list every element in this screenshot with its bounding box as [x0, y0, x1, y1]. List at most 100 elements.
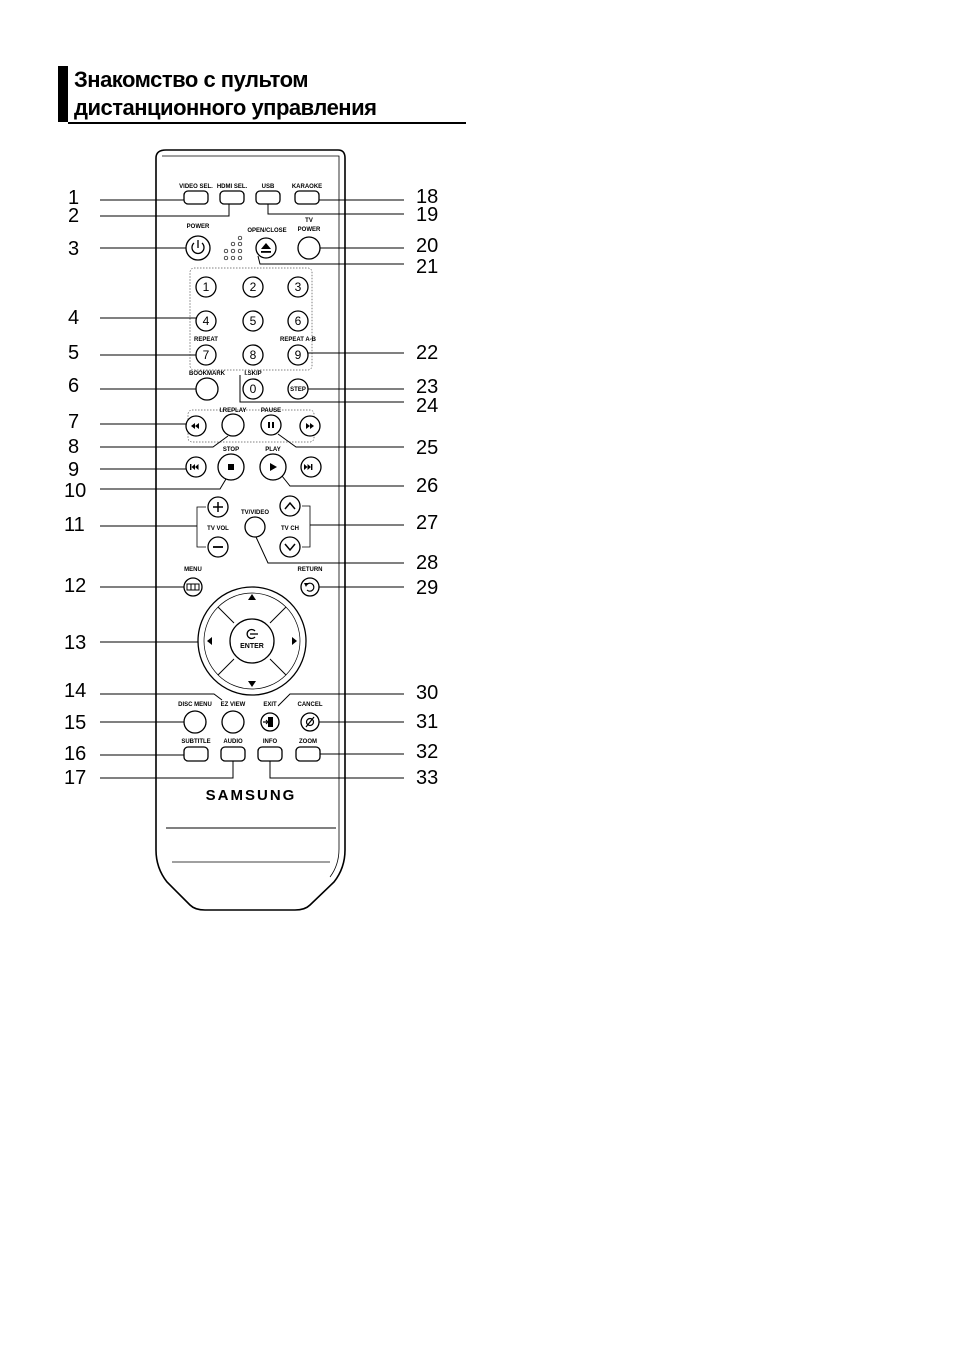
digit-label-1: 1 — [203, 280, 210, 294]
digit-button-4[interactable] — [195, 310, 217, 332]
heading-line-1: Знакомство с пультом — [74, 67, 309, 92]
digit-label-2: 2 — [250, 280, 257, 294]
callout-20: 20 — [416, 235, 438, 257]
pause-button[interactable] — [260, 414, 282, 436]
heading-line-2: дистанционного управления — [74, 95, 377, 120]
iskip-label: I.SKIP — [244, 371, 261, 377]
bookmark-button[interactable] — [195, 377, 219, 401]
zoom-label: ZOOM — [299, 739, 317, 745]
enter-button[interactable] — [229, 618, 275, 664]
enter-label: ENTER — [240, 643, 264, 650]
digit-label-7: 7 — [203, 348, 210, 362]
callout-11: 11 — [64, 514, 85, 536]
digit-button-2[interactable] — [242, 276, 264, 298]
digit-label-5: 5 — [250, 314, 257, 328]
menu-icon — [186, 583, 200, 591]
callout-2: 2 — [68, 205, 79, 227]
audio-button[interactable] — [220, 746, 246, 762]
callout-23: 23 — [416, 376, 438, 398]
step-label: STEP — [290, 387, 306, 393]
plus-icon — [213, 502, 223, 512]
ireplay-label: I.REPLAY — [219, 408, 246, 414]
usb-label: USB — [262, 184, 275, 190]
return-label: RETURN — [298, 567, 323, 573]
callout-10: 10 — [64, 480, 86, 502]
callout-32: 32 — [416, 741, 438, 763]
nav-down-arrow-icon[interactable] — [248, 681, 256, 687]
cancel-label: CANCEL — [298, 702, 323, 708]
enter-icon — [246, 628, 258, 640]
fast-forward-icon — [306, 423, 314, 429]
hdmi-sel-button[interactable] — [219, 190, 245, 205]
tv-power-button[interactable] — [297, 236, 321, 260]
left-leader-lines — [100, 199, 234, 779]
digit-button-0[interactable] — [242, 378, 264, 400]
digit-button-1[interactable] — [195, 276, 217, 298]
callout-29: 29 — [416, 577, 438, 599]
karaoke-button[interactable] — [294, 190, 320, 205]
exit-label: EXIT — [263, 702, 277, 708]
nav-up-arrow-icon[interactable] — [248, 594, 256, 600]
repeat-ab-label: REPEAT A-B — [280, 337, 317, 343]
hdmi-sel-label: HDMI SEL. — [217, 184, 248, 190]
tv-power-label-line-2: POWER — [298, 227, 321, 233]
usb-button[interactable] — [255, 190, 281, 205]
pause-icon — [268, 422, 274, 428]
digit-label-3: 3 — [295, 280, 302, 294]
digit-button-6[interactable] — [287, 310, 309, 332]
tv-video-button[interactable] — [244, 516, 266, 538]
repeat-label: REPEAT — [194, 337, 218, 343]
ir-dots — [223, 235, 243, 261]
stop-label: STOP — [223, 447, 239, 453]
tv-ch-up-button[interactable] — [279, 495, 301, 517]
subtitle-button[interactable] — [183, 746, 209, 762]
nav-left-arrow-icon[interactable] — [207, 637, 212, 645]
callout-15: 15 — [64, 712, 86, 734]
nav-pad-dividers — [217, 606, 287, 676]
chevron-down-icon — [284, 543, 296, 552]
skip-forward-icon — [304, 464, 313, 470]
info-button[interactable] — [257, 746, 283, 762]
callout-9: 9 — [68, 459, 79, 481]
ez-view-label: EZ VIEW — [221, 702, 246, 708]
callout-28: 28 — [416, 552, 438, 574]
tv-vol-bracket — [196, 506, 206, 548]
skip-back-icon — [190, 464, 199, 470]
tv-ch-down-button[interactable] — [279, 536, 301, 558]
power-icon — [191, 240, 205, 255]
digit-label-9: 9 — [295, 348, 302, 362]
callout-30: 30 — [416, 682, 438, 704]
callout-17: 17 — [64, 767, 86, 789]
callout-13: 13 — [64, 632, 86, 654]
callout-8: 8 — [68, 436, 79, 458]
return-button[interactable] — [300, 577, 320, 597]
digit-button-3[interactable] — [287, 276, 309, 298]
ez-view-button[interactable] — [221, 710, 245, 734]
digit-button-8[interactable] — [242, 344, 264, 366]
cancel-icon — [305, 716, 315, 728]
video-sel-button[interactable] — [183, 190, 209, 205]
ireplay-button[interactable] — [221, 413, 245, 437]
digit-button-9[interactable] — [287, 344, 309, 366]
video-sel-label: VIDEO SEL. — [179, 184, 213, 190]
digit-label-0: 0 — [250, 382, 257, 396]
callout-6: 6 — [68, 375, 79, 397]
stop-icon — [228, 464, 234, 470]
power-label: POWER — [187, 224, 210, 230]
info-label: INFO — [263, 739, 278, 745]
tv-ch-label: TV CH — [281, 526, 299, 532]
nav-right-arrow-icon[interactable] — [292, 637, 297, 645]
callout-12: 12 — [64, 575, 86, 597]
callout-1: 1 — [68, 187, 79, 209]
callout-5: 5 — [68, 342, 79, 364]
exit-icon — [263, 717, 273, 727]
disc-menu-button[interactable] — [183, 710, 207, 734]
digit-button-5[interactable] — [242, 310, 264, 332]
digit-label-6: 6 — [295, 314, 302, 328]
zoom-button[interactable] — [295, 746, 321, 762]
callout-14: 14 — [64, 680, 86, 702]
callout-19: 19 — [416, 204, 438, 226]
rewind-icon — [191, 423, 199, 429]
callout-21: 21 — [416, 256, 438, 278]
tv-vol-label: TV VOL — [207, 526, 229, 532]
